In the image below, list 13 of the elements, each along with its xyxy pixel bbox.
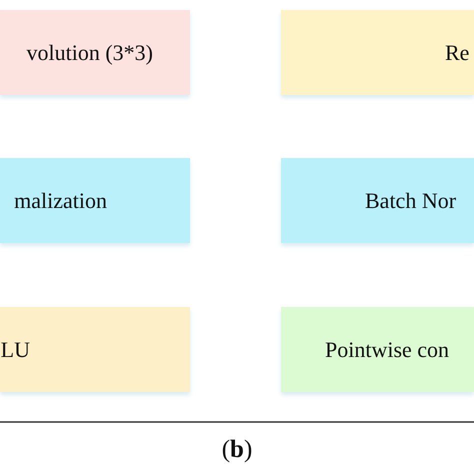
box-label: LU: [0, 336, 30, 362]
process-box: [281, 10, 474, 95]
box-label: Pointwise con: [325, 336, 450, 362]
caption: (b): [220, 436, 254, 464]
box-label: volution (3*3): [26, 40, 153, 66]
process-box: [281, 307, 474, 392]
process-box: [0, 158, 190, 243]
process-box: [0, 307, 190, 392]
box-label: malization: [14, 188, 107, 214]
process-box: [0, 10, 190, 95]
box-label: Batch Nor: [365, 188, 456, 214]
box-label: Re: [445, 40, 470, 66]
process-box: [281, 158, 474, 243]
